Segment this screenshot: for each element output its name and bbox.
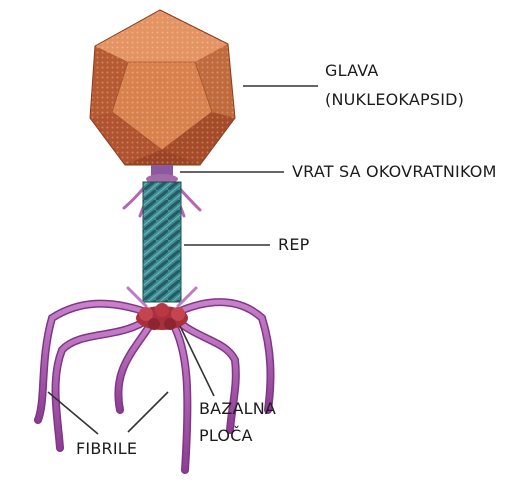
fibers-leader-line-right [128,392,168,432]
capsid-head [90,10,235,165]
baseplate-label: BAZALNA [199,398,276,420]
neck-label: VRAT SA OKOVRATNIKOM [292,161,497,183]
tail-sheath [143,182,181,302]
fibers-label: FIBRILE [76,438,137,460]
head-sublabel: (NUKLEOKAPSID) [325,89,464,111]
head-label: GLAVA [325,60,378,82]
tail-label: REP [278,234,309,256]
baseplate-sublabel: PLOČA [199,425,253,447]
